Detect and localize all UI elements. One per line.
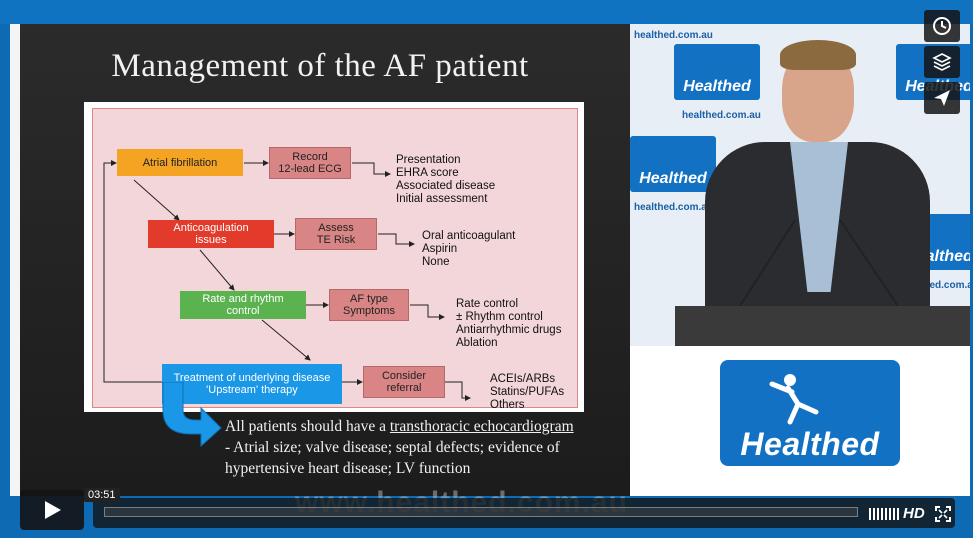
list-item: Initial assessment: [396, 193, 488, 205]
note-line: hypertensive heart disease; LV function: [225, 460, 471, 477]
box-label: issues: [195, 234, 227, 246]
box-label: Symptoms: [343, 305, 395, 317]
list-aftype: Rate control ± Rhythm control Antiarrhyt…: [456, 298, 561, 350]
backdrop-site: healthed.com.au: [900, 280, 970, 291]
speaker-hair: [780, 40, 856, 70]
list-item: Associated disease: [396, 180, 496, 192]
left-strip: [10, 24, 20, 496]
speaker-video: Healthed Healthed Healthed Healthed heal…: [630, 24, 970, 346]
list-item: None: [422, 256, 450, 268]
flowchart-arrows: [103, 160, 471, 401]
list-item: Antiarrhythmic drugs: [456, 324, 562, 336]
box-label: AF type: [350, 293, 388, 305]
send-icon[interactable]: [924, 82, 960, 114]
layers-icon[interactable]: [924, 46, 960, 78]
curved-arrow-icon: [162, 382, 222, 448]
box-label: 'Upstream' therapy: [206, 384, 298, 396]
slide-note: All patients should have a transthoracic…: [225, 416, 574, 479]
note-line: - Atrial size; valve disease; septal def…: [225, 439, 560, 456]
podium: [675, 306, 970, 346]
box-label: Anticoagulation: [173, 222, 249, 234]
note-text: All patients should have a: [225, 418, 390, 435]
box-label: Rate and rhythm: [202, 293, 284, 305]
box-label: referral: [386, 382, 422, 394]
backdrop-tile: Healthed: [630, 136, 716, 192]
microphone-icon: [739, 219, 899, 307]
list-item: Ablation: [456, 337, 498, 349]
logo-text: Healthed: [740, 426, 880, 462]
timecode: 03:51: [84, 488, 120, 502]
fullscreen-icon[interactable]: [935, 506, 951, 527]
slide-title: Management of the AF patient: [111, 48, 529, 84]
list-consider: ACEIs/ARBs Statins/PUFAs Others: [490, 373, 564, 412]
list-item: Rate control: [456, 298, 519, 310]
box-label: Assess: [318, 222, 354, 234]
healthed-logo-panel: Healthed: [630, 346, 970, 496]
backdrop-site: healthed.com.au: [682, 110, 761, 121]
list-item: Aspirin: [422, 243, 458, 255]
box-label: Atrial fibrillation: [142, 156, 218, 169]
play-icon: [45, 501, 61, 519]
box-treatment-underlying: Treatment of underlying disease'Upstream…: [162, 364, 342, 404]
box-atrial-fibrillation: Atrial fibrillation: [117, 149, 243, 176]
healthed-logo: Healthed: [720, 360, 900, 466]
list-record: Presentation EHRA score Associated disea…: [396, 154, 495, 206]
note-underlined: transthoracic echocardiogram: [389, 418, 574, 435]
hd-button[interactable]: HD: [903, 505, 925, 522]
box-label: control: [226, 305, 260, 317]
list-item: Statins/PUFAs: [490, 386, 565, 398]
progress-bar[interactable]: [104, 507, 858, 517]
list-item: EHRA score: [396, 167, 459, 179]
box-label: 12-lead ECG: [278, 163, 342, 175]
control-bar: [93, 498, 955, 528]
top-bar: [0, 0, 973, 24]
list-item: Presentation: [396, 154, 461, 166]
play-button[interactable]: [20, 490, 84, 530]
backdrop-site: healthed.com.au: [634, 202, 713, 213]
runner-icon: [769, 374, 819, 425]
clock-icon[interactable]: [924, 10, 960, 42]
presentation-slide: Management of the AF patient: [20, 24, 630, 496]
list-item: ± Rhythm control: [456, 311, 543, 323]
backdrop-tile: Healthed: [674, 44, 760, 100]
box-label: Treatment of underlying disease: [173, 372, 331, 384]
box-label: TE Risk: [316, 234, 356, 246]
list-assess: Oral anticoagulant Aspirin None: [422, 230, 515, 269]
box-label: Record: [292, 151, 328, 163]
list-item: Others: [490, 399, 525, 411]
list-item: Oral anticoagulant: [422, 230, 516, 242]
box-label: Consider: [381, 370, 427, 382]
side-toolbar: [924, 10, 960, 118]
video-frame[interactable]: Management of the AF patient: [10, 24, 970, 496]
volume-icon[interactable]: [869, 508, 899, 520]
list-item: ACEIs/ARBs: [490, 373, 556, 385]
backdrop-site: healthed.com.au: [634, 30, 713, 41]
